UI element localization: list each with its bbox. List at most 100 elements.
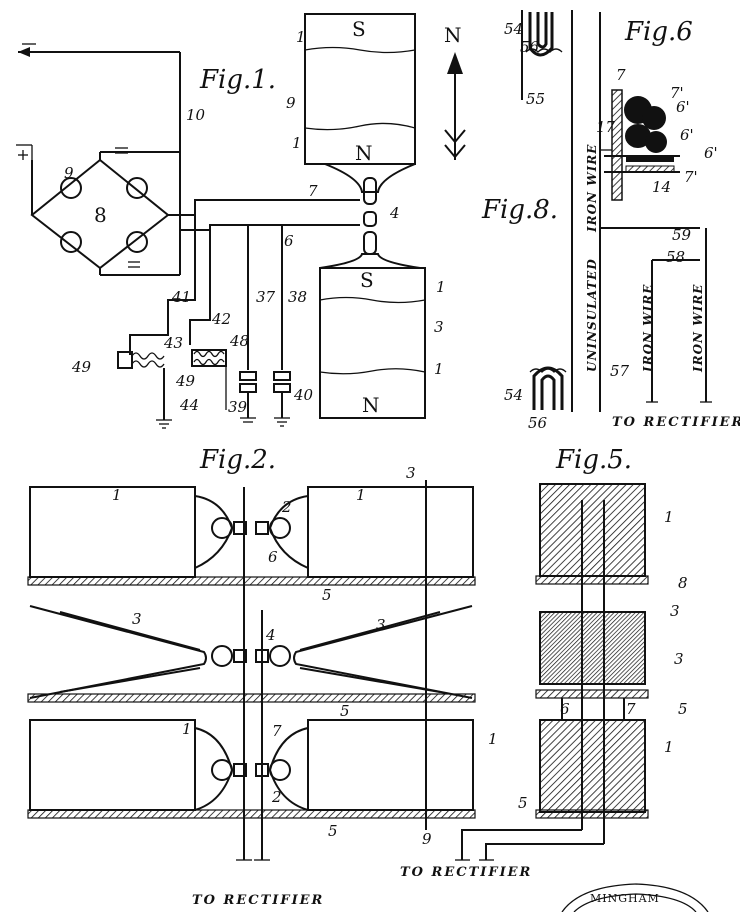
output-wire-10 (18, 43, 181, 155)
ref-label: 1 (292, 134, 302, 152)
fig2-title: Fig.2. (199, 445, 276, 475)
ref-label: 2 (271, 788, 282, 806)
fig1-title: Fig.1. (199, 65, 276, 95)
ref-label: 3 (670, 602, 680, 620)
ref-label: 7' (684, 168, 698, 186)
fig5-magnet-top (539, 483, 646, 577)
pole-label: S (352, 17, 366, 41)
ref-label: 49 (71, 358, 92, 376)
ref-label: 1 (664, 738, 674, 756)
ref-label: 54 (504, 386, 523, 404)
ref-label: 3 (674, 650, 684, 668)
wire-caption: IRON WIRE (641, 284, 655, 373)
ref-label: 7' (670, 84, 684, 102)
fig5-plate-middle (535, 689, 649, 699)
bridge-wiring (129, 152, 360, 370)
figure-6-and-8: Fig.6 Fig.8. (481, 10, 740, 432)
pole-label: S (360, 268, 374, 292)
ref-label: 5 (322, 586, 332, 604)
ref-label: 3 (434, 318, 444, 336)
ref-label: 4 (265, 626, 276, 644)
ref-label: 58 (666, 248, 685, 266)
ref-label: 14 (652, 178, 671, 196)
ref-label: 44 (179, 396, 199, 414)
ref-label: 9 (286, 94, 296, 112)
ref-label: 5 (518, 794, 528, 812)
gap-electrodes (363, 211, 377, 255)
ref-label: 38 (288, 288, 307, 306)
ref-label: 59 (672, 226, 692, 244)
ref-label: 1 (488, 730, 498, 748)
ref-label: 54 (504, 20, 523, 38)
fig2-bottom-row (27, 719, 476, 819)
wire-caption: UNINSULATED (585, 258, 599, 372)
library-stamp: MINGHAM (561, 883, 709, 912)
ref-label: 7 (616, 66, 626, 84)
to-rectifier-caption: TO RECTIFIER (400, 865, 532, 880)
fig2-lead-wires (236, 480, 427, 861)
upper-magnet-stack (304, 13, 416, 205)
ref-label: 49 (175, 372, 196, 390)
ref-label: 1 (664, 508, 674, 526)
fig6-title: Fig.6 (624, 17, 693, 47)
fig5-labels: 1 8 3 3 6 7 5 1 5 TO RECTIFIER (400, 508, 688, 880)
coil-detail (600, 89, 680, 201)
ref-label: 8 (678, 574, 688, 592)
ref-label: 3 (406, 464, 416, 482)
fig5-plate-top (535, 575, 649, 585)
figure-2: Fig.2. (27, 445, 498, 908)
north-label: N (444, 23, 462, 47)
wire-rods (521, 12, 712, 412)
ref-label: 6 (284, 232, 294, 250)
fig5-core (539, 611, 646, 685)
wire-caption: IRON WIRE (585, 144, 599, 233)
ref-label: 6' (704, 144, 718, 162)
fig5-title: Fig.5. (555, 445, 632, 475)
ref-label: 5 (678, 700, 688, 718)
fig1-labels: S 1 9 1 N 10 9 8 7 4 6 S 1 3 1 N 41 42 4… (64, 17, 446, 417)
ref-label: 40 (293, 386, 314, 404)
figure-5: Fig.5. 1 8 3 3 6 7 5 1 5 TO RECTIFIE (400, 445, 688, 880)
ref-label: 10 (186, 106, 206, 124)
ref-label: 3 (376, 616, 386, 634)
fig5-plate-bottom (535, 809, 649, 819)
ref-label: 8 (94, 203, 107, 227)
ref-label: 7 (272, 722, 282, 740)
ref-label: 37 (256, 288, 276, 306)
ref-label: 6 (268, 548, 278, 566)
ref-label: 6 (560, 700, 570, 718)
hook-top (521, 10, 573, 70)
fig68-labels: 54 56 55 54 56 57 58 59 7' 6' 6' 6' 7' 1… (504, 20, 718, 432)
ref-label: 2 (281, 498, 292, 516)
ref-label: 9 (422, 830, 432, 848)
ref-label: 1 (296, 28, 306, 46)
ref-label: 6' (676, 98, 690, 116)
ref-label: 43 (163, 334, 183, 352)
pole-label: N (355, 141, 373, 165)
to-rectifier-caption: TO RECTIFIER (192, 893, 324, 908)
ref-label: 1 (356, 486, 366, 504)
ref-label: 9 (64, 164, 74, 182)
fig2-top-row (27, 486, 476, 586)
ref-label: 41 (171, 288, 191, 306)
ref-label: 17 (596, 118, 616, 136)
ref-label: 57 (610, 362, 630, 380)
wire-captions: UNINSULATED IRON WIRE IRON WIRE IRON WIR… (585, 144, 740, 430)
ref-label: 48 (229, 332, 249, 350)
coil-assemblies (117, 349, 227, 429)
fig2-labels: 1 1 3 2 6 5 3 4 3 5 1 7 1 2 5 9 TO RECTI… (112, 464, 498, 908)
fig2-middle-row (27, 605, 476, 703)
fig5-wires (455, 500, 625, 861)
ref-label: 7 (308, 182, 318, 200)
ref-label: 39 (228, 398, 248, 416)
fig5-magnet-bottom (539, 719, 646, 813)
hook-bottom (529, 366, 567, 410)
north-arrow: N (444, 23, 466, 160)
figure-1: Fig.1. (16, 13, 466, 429)
ref-label: 4 (389, 204, 400, 222)
wire-caption: IRON WIRE (691, 284, 705, 373)
to-rectifier-caption: TO RECTIFIER (612, 415, 740, 430)
ref-label: 7 (626, 700, 636, 718)
capacitors-39-40 (239, 371, 291, 427)
